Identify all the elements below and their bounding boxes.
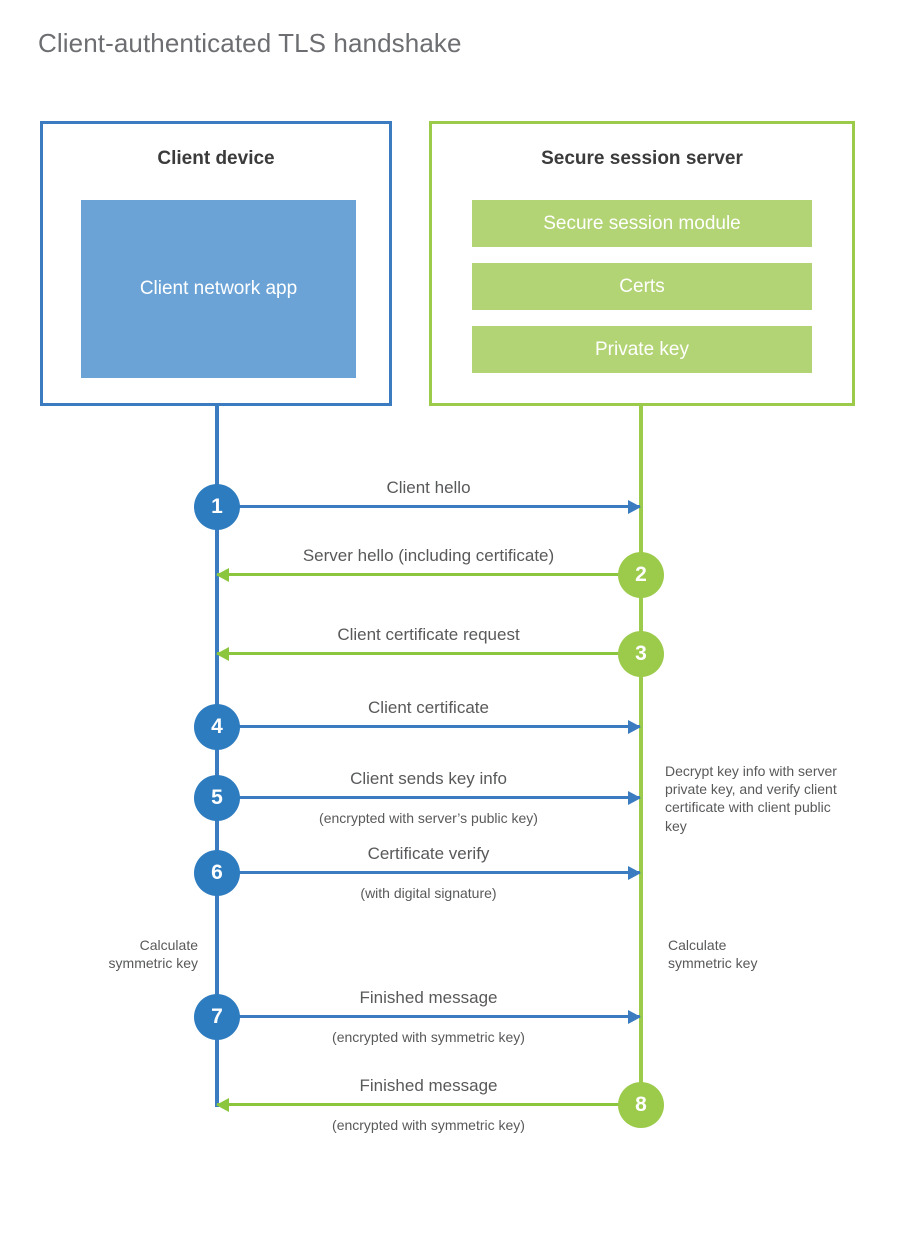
arrow-line-step-4 xyxy=(217,725,640,728)
secure-session-server-box: Secure session server Secure session mod… xyxy=(429,121,855,406)
step-marker-2[interactable]: 2 xyxy=(618,552,664,598)
step-marker-4[interactable]: 4 xyxy=(194,704,240,750)
step-marker-8[interactable]: 8 xyxy=(618,1082,664,1128)
client-network-app-block: Client network app xyxy=(81,200,356,378)
server-component-secure-session-module: Secure session module xyxy=(472,200,812,247)
message-label-step-3: Client certificate request xyxy=(337,625,520,644)
message-label-step-1: Client hello xyxy=(386,478,471,497)
step-marker-1[interactable]: 1 xyxy=(194,484,240,530)
server-component-certs: Certs xyxy=(472,263,812,310)
message-label-step-5: Client sends key info xyxy=(350,769,507,788)
server-component-private-key: Private key xyxy=(472,326,812,373)
message-sublabel-step-5: (encrypted with server’s public key) xyxy=(319,810,538,826)
arrow-line-step-1 xyxy=(217,505,640,508)
server-lifeline xyxy=(639,404,643,1106)
client-lifeline xyxy=(215,404,219,1107)
note-server-calculate-symmetric-key: Calculate symmetric key xyxy=(668,937,758,972)
message-label-step-8: Finished message xyxy=(359,1076,498,1095)
arrow-head-step-8 xyxy=(216,1098,229,1112)
message-sublabel-step-6: (with digital signature) xyxy=(360,885,497,901)
note-client-calculate-symmetric-key: Calculate symmetric key xyxy=(108,937,198,972)
message-label-step-4: Client certificate xyxy=(368,698,489,717)
arrow-head-step-2 xyxy=(216,568,229,582)
arrow-line-step-2 xyxy=(217,573,640,576)
step-marker-3[interactable]: 3 xyxy=(618,631,664,677)
arrow-head-step-7 xyxy=(628,1010,641,1024)
message-label-step-7: Finished message xyxy=(359,988,498,1007)
client-device-title: Client device xyxy=(157,148,275,169)
arrow-head-step-1 xyxy=(628,500,641,514)
message-label-step-2: Server hello (including certificate) xyxy=(302,546,555,565)
message-label-step-6: Certificate verify xyxy=(367,844,490,863)
arrow-head-step-5 xyxy=(628,791,641,805)
message-sublabel-step-8: (encrypted with symmetric key) xyxy=(332,1117,525,1133)
arrow-line-step-3 xyxy=(217,652,640,655)
arrow-line-step-6 xyxy=(217,871,640,874)
note-server-decrypt: Decrypt key info with server private key… xyxy=(665,763,837,834)
arrow-line-step-5 xyxy=(217,796,640,799)
step-marker-7[interactable]: 7 xyxy=(194,994,240,1040)
arrow-head-step-3 xyxy=(216,647,229,661)
message-sublabel-step-7: (encrypted with symmetric key) xyxy=(332,1029,525,1045)
arrow-head-step-4 xyxy=(628,720,641,734)
client-device-box: Client device Client network app xyxy=(40,121,392,406)
step-marker-6[interactable]: 6 xyxy=(194,850,240,896)
arrow-line-step-7 xyxy=(217,1015,640,1018)
page-title: Client-authenticated TLS handshake xyxy=(38,28,462,58)
step-marker-5[interactable]: 5 xyxy=(194,775,240,821)
arrow-line-step-8 xyxy=(217,1103,640,1106)
arrow-head-step-6 xyxy=(628,866,641,880)
secure-session-server-title: Secure session server xyxy=(541,148,743,169)
